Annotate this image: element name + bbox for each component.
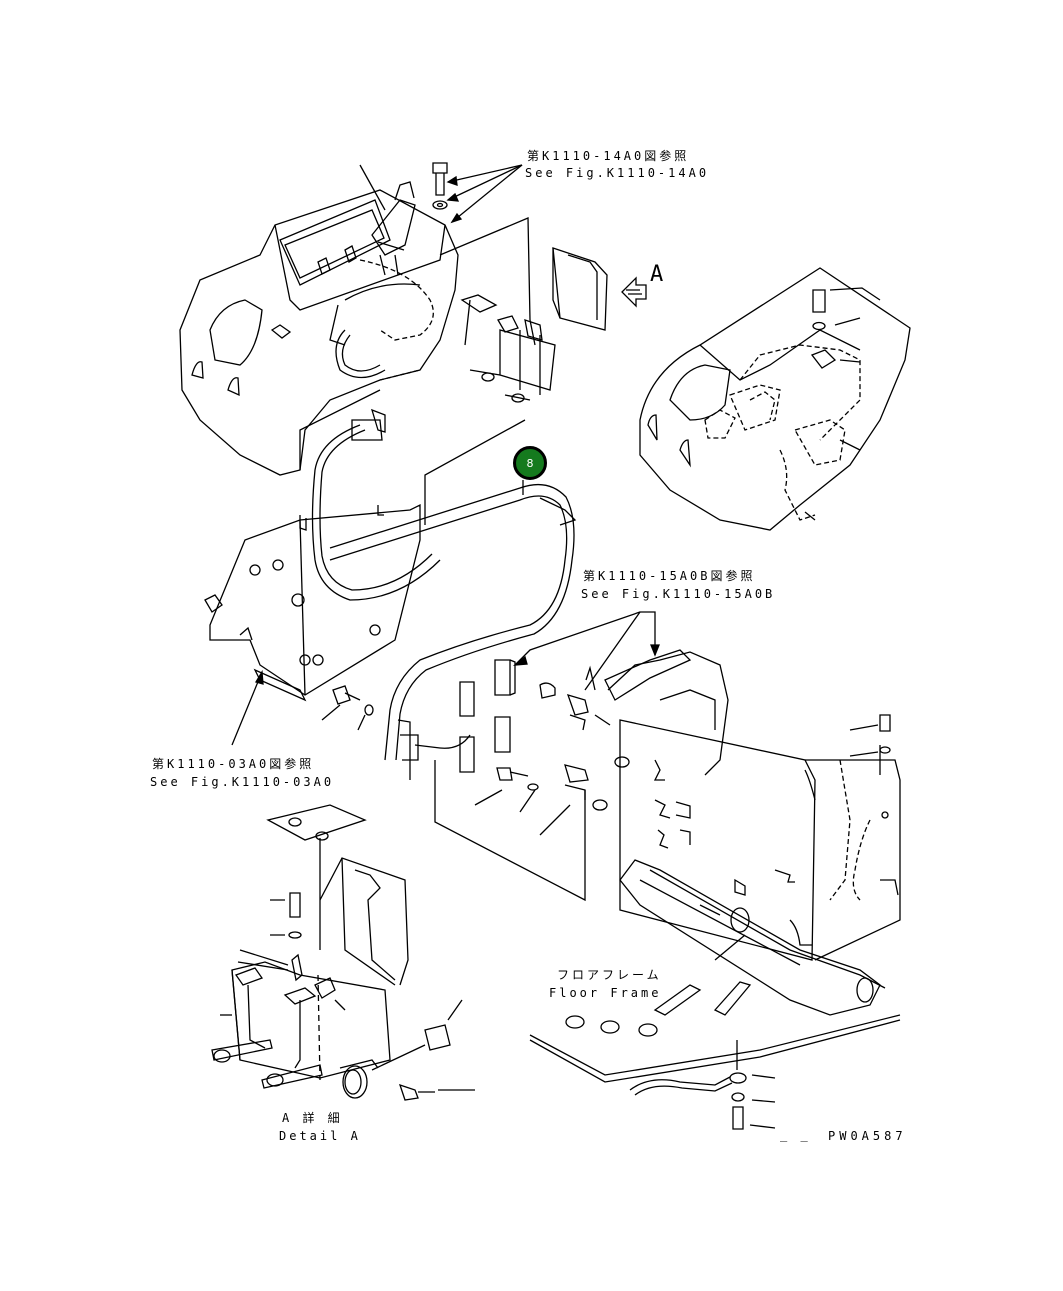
ref-k1110-14a0-en: See Fig.K1110-14A0	[525, 166, 710, 180]
view-arrow-a-icon	[622, 278, 646, 306]
frame-lines-top	[313, 218, 536, 600]
view-a-console	[640, 268, 910, 530]
wiring-harness	[330, 485, 575, 760]
bolts-middle	[322, 686, 373, 730]
instrument-panel-console	[180, 190, 458, 475]
ref-k1110-14a0-jp: 第K1110-14A0図参照	[527, 149, 690, 163]
floor-frame-label-en: Floor Frame	[549, 986, 662, 1000]
floor-frame-label-jp: フロアフレーム	[557, 968, 662, 982]
relay-bracket	[462, 248, 607, 402]
part-hotspot-marker[interactable]: 8	[513, 446, 547, 480]
ref-k1110-15a0b-en: See Fig.K1110-15A0B	[581, 587, 776, 601]
detail-a-label-jp: A 詳 細	[282, 1111, 343, 1125]
leader-14a0	[360, 165, 522, 222]
detail-a-label-en: Detail A	[279, 1129, 361, 1143]
floor-frame	[530, 860, 900, 1129]
leader-03a0	[232, 672, 263, 745]
detail-a-assembly	[212, 805, 475, 1100]
mounting-plate	[205, 505, 420, 700]
fuse-box-assembly	[593, 650, 900, 960]
relay-cluster	[435, 612, 659, 900]
view-arrow-a-label: A	[650, 262, 664, 287]
bolt-top	[433, 163, 447, 209]
ref-k1110-15a0b-jp: 第K1110-15A0B図参照	[583, 569, 756, 583]
drawing-code: PW0A587	[828, 1129, 907, 1143]
misc-leaders	[220, 720, 410, 1015]
lamp-socket-connector	[372, 182, 415, 275]
dash-mark: _ _	[780, 1128, 811, 1142]
ref-k1110-03a0-jp: 第K1110-03A0図参照	[152, 757, 315, 771]
ref-k1110-03a0-en: See Fig.K1110-03A0	[150, 775, 335, 789]
